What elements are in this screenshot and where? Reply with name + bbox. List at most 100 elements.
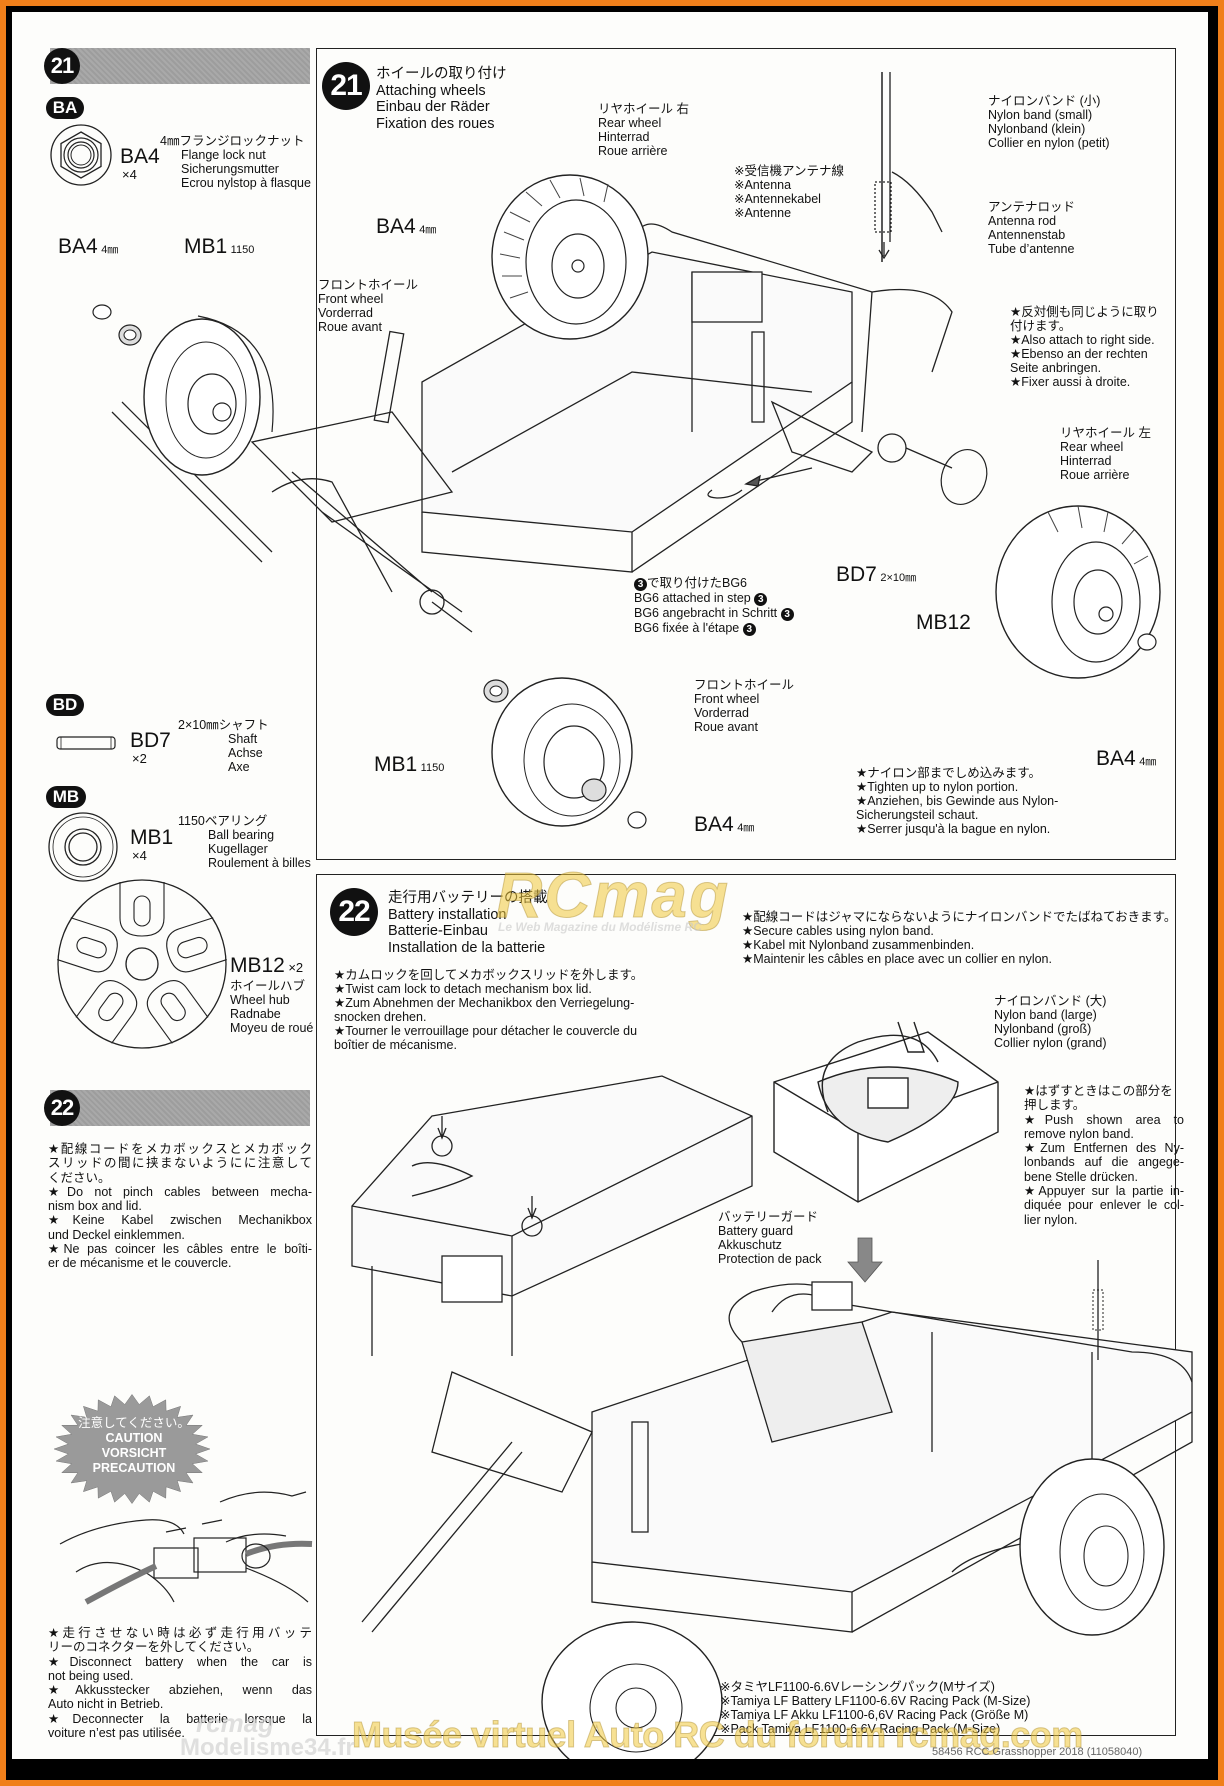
- antenna-step22-icon: [1092, 1260, 1104, 1360]
- bd7-desc-ja: 2×10㎜シャフト: [178, 718, 269, 732]
- mb1-desc-ja: 1150ベアリング: [178, 814, 268, 828]
- step22-notes-bar: [50, 1090, 310, 1126]
- callout-ba4-bottom: BA4 4㎜: [694, 813, 755, 836]
- front-wheel-top-de: Vorderrad: [318, 306, 373, 320]
- pinch-note-line: ★配線コードをメカボックスとメカボック: [48, 1142, 312, 1156]
- rear-wheel-left-de: Hinterrad: [1060, 454, 1112, 468]
- tighten-note-en: ★Tighten up to nylon portion.: [856, 780, 1019, 794]
- front-wheel-top-en: Front wheel: [318, 292, 384, 306]
- mb1-desc-fr: Roulement à billes: [208, 856, 311, 870]
- step22-panel: [316, 874, 1176, 1736]
- antenna-wire-en: ※Antenna: [734, 178, 792, 192]
- antenna-wire-ja: ※受信機アンテナ線: [734, 164, 844, 178]
- right-side-note-de1: ★Ebenso an der rechten: [1010, 347, 1148, 361]
- front-wheel-bottom-de: Vorderrad: [694, 706, 749, 720]
- pinch-note-line: ★Do not pinch cables between mecha-: [48, 1184, 312, 1199]
- callout-mb1-left: MB1 1150: [184, 235, 255, 258]
- disconnect-note-line: ★走行させない時は必ず走行用バッテ: [48, 1626, 312, 1640]
- step-ref-badge: 3: [754, 593, 768, 606]
- nylon-band-small-fr: Collier en nylon (petit): [988, 136, 1110, 150]
- ba4-description: 4㎜フランジロックナット Flange lock nut Sicherungsm…: [160, 134, 311, 190]
- pinch-note-line: スリッドの間に挟まないようにに注意して: [48, 1156, 312, 1171]
- bg6-note-ja: で取り付けたBG6: [647, 576, 748, 590]
- right-side-note-de2: Seite anbringen.: [1010, 361, 1102, 375]
- nylon-band-large-en: Nylon band (large): [994, 1008, 1097, 1022]
- ba4-desc-fr: Ecrou nylstop à flasque: [181, 176, 311, 190]
- push-note-line: ★Zum Entfernen des Ny-: [1024, 1141, 1184, 1156]
- museum-banner-watermark: Musée virtuel Auto RC du forum rcmag.com: [352, 1714, 1084, 1756]
- mb1-description: 1150ベアリング Ball bearing Kugellager Roulem…: [178, 814, 311, 870]
- right-side-note-ja2: 付けます。: [1010, 319, 1072, 333]
- cam-lock-line: ★Twist cam lock to detach mechanism box …: [334, 982, 592, 996]
- right-side-note-ja1: ★反対側も同じように取り: [1010, 305, 1159, 319]
- step21-parts-number: 21: [44, 48, 80, 84]
- bd7-description: 2×10㎜シャフト Shaft Achse Axe: [178, 718, 269, 774]
- push-note-line: diquée pour enlever le col-: [1024, 1198, 1184, 1213]
- step21-parts-bar: [50, 48, 310, 84]
- bag-ba-label: BA: [46, 97, 84, 119]
- rear-wheel-right-fr: Roue arrière: [598, 144, 668, 158]
- rear-wheel-right-en: Rear wheel: [598, 116, 662, 130]
- bd7-quantity: ×2: [132, 751, 147, 766]
- mb1-bearing-left-icon: [118, 324, 142, 346]
- pinch-note-line: ★Ne pas coincer les câbles entre le boît…: [48, 1242, 312, 1257]
- callout-rear-wheel-right: リヤホイール 右 Rear wheel Hinterrad Roue arriè…: [598, 102, 689, 158]
- secure-cables-line: ★配線コードはジャマにならないようにナイロンバンドでたばねておきます。: [742, 910, 1177, 924]
- rear-wheel-step22-icon: [1019, 1458, 1165, 1636]
- step21-title-ja: ホイールの取り付け: [376, 66, 507, 82]
- ba4-part-number: BA4: [120, 145, 160, 168]
- battery-pack-line: ※Tamiya LF Battery LF1100-6.6V Racing Pa…: [720, 1694, 1031, 1708]
- rear-wheel-right-de: Hinterrad: [598, 130, 650, 144]
- chassis-battery-installed-illustration: [361, 1281, 1193, 1633]
- ba4-desc-de: Sicherungsmutter: [181, 162, 279, 176]
- mb12-description: MB12 ×2 ホイールハブ Wheel hub Radnabe Moyeu d…: [230, 955, 314, 1036]
- tighten-note-de2: Sicherungsteil schaut.: [856, 808, 979, 822]
- wheel-hub-icon: [57, 879, 227, 1049]
- push-note-line: 押します。: [1024, 1098, 1086, 1113]
- step21-title: ホイールの取り付け Attaching wheels Einbau der Rä…: [376, 66, 507, 132]
- nylon-band-small-ja: ナイロンバンド (小): [988, 94, 1101, 108]
- down-arrow-icon: [847, 1237, 883, 1283]
- mb12-desc-fr: Moyeu de roué: [230, 1021, 314, 1035]
- antenna-rod-fr: Tube d’antenne: [988, 242, 1075, 256]
- front-wheel-top-fr: Roue avant: [318, 320, 382, 334]
- caution-en: CAUTION: [105, 1431, 163, 1445]
- nylon-band-small-en: Nylon band (small): [988, 108, 1093, 122]
- note-cam-lock: ★カムロックを回してメカボックスリッドを外します。 ★Twist cam loc…: [334, 968, 643, 1052]
- callout-ba4-left: BA4 4㎜: [58, 235, 119, 258]
- mb12-quantity: ×2: [288, 960, 304, 975]
- front-wheel-left-icon: [143, 315, 274, 476]
- battery-guard-en: Battery guard: [718, 1224, 794, 1238]
- cam-lock-line: ★Zum Abnehmen der Mechanikbox den Verrie…: [334, 996, 635, 1010]
- push-note-line: lonbands auf die angege-: [1024, 1155, 1184, 1170]
- disconnect-battery-note: ★走行させない時は必ず走行用バッテ リーのコネクターを外してください。 ★Dis…: [48, 1626, 312, 1740]
- pinch-note-line: und Deckel einklemmen.: [48, 1227, 185, 1242]
- nylon-band-small-de: Nylonband (klein): [988, 122, 1086, 136]
- step-ref-badge: 3: [634, 578, 647, 591]
- caution-ja: 注意してください。: [78, 1416, 190, 1430]
- disconnect-note-line: ★Disconnect battery when the car is: [48, 1654, 312, 1669]
- cam-lock-line: snocken drehen.: [334, 1010, 427, 1024]
- battery-guard-de: Akkuschutz: [718, 1238, 782, 1252]
- tighten-note-fr: ★Serrer jusqu'à la bague en nylon.: [856, 822, 1051, 836]
- instruction-page: 21 BA BA4 ×4 4㎜フランジロックナット Flange lock nu…: [12, 12, 1208, 1759]
- ba4-nut-bottom-icon: [627, 811, 647, 829]
- rear-wheel-left-fr: Roue arrière: [1060, 468, 1130, 482]
- pinch-cables-note: ★配線コードをメカボックスとメカボック スリッドの間に挟まないようにに注意して …: [48, 1142, 312, 1271]
- caution-badge-text: 注意してください。 CAUTION VORSICHT PRECAUTION: [64, 1416, 204, 1476]
- rear-wheel-left-ja: リヤホイール 左: [1060, 426, 1151, 440]
- note-attach-right-side: ★反対側も同じように取り 付けます。 ★Also attach to right…: [1010, 305, 1159, 389]
- mb1-quantity: ×4: [132, 848, 147, 863]
- rear-wheel-right-ja: リヤホイール 右: [598, 102, 689, 116]
- step22-notes-number: 22: [44, 1090, 80, 1126]
- step21-panel: [316, 48, 1176, 860]
- caution-fr: PRECAUTION: [92, 1461, 176, 1475]
- step22-title-en: Battery installation: [388, 906, 507, 923]
- step-ref-badge: 3: [780, 608, 794, 621]
- push-note-line: ★はずすときはこの部分を: [1024, 1084, 1173, 1098]
- callout-antenna-wire: ※受信機アンテナ線 ※Antenna ※Antennekabel ※Antenn…: [734, 164, 844, 220]
- front-wheel-bottom-icon: [491, 677, 633, 827]
- callout-ba4-top: BA4 4㎜: [376, 215, 437, 238]
- callout-front-wheel-top: フロントホイール Front wheel Vorderrad Roue avan…: [318, 278, 418, 334]
